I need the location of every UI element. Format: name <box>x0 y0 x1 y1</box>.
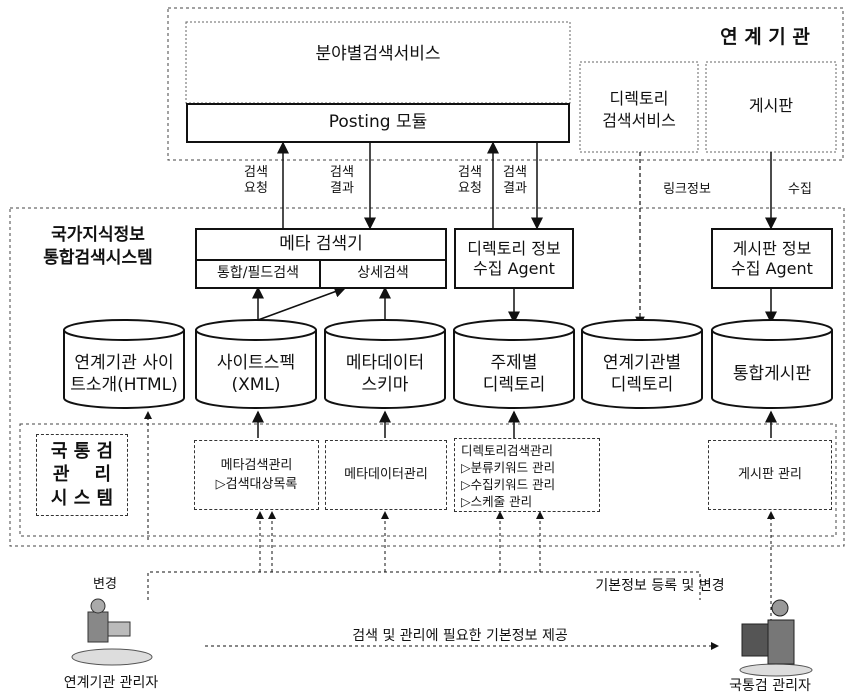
mgmt-title-box: 국 통 검 관 리 시 스 템 <box>36 434 128 516</box>
agency-region <box>167 7 844 161</box>
cylinder-site-spec <box>195 319 317 409</box>
system-region <box>9 207 845 547</box>
dir-agent-box: 디렉토리 정보 수집 Agent <box>454 228 574 289</box>
db-topic-dir: 주제별 디렉토리 <box>482 352 546 395</box>
agency-admin-label: 연계기관 관리자 <box>63 675 159 691</box>
posting-module-box: Posting 모듈 <box>186 103 570 143</box>
db-agency-dir: 연계기관별 디렉토리 <box>602 352 682 395</box>
metadata-mgmt-box: 메타데이터관리 <box>325 440 447 510</box>
integrated-search-box: 통합/필드검색 <box>195 259 321 289</box>
db-site-intro: 연계기관 사이 트소개(HTML) <box>70 352 178 395</box>
cylinder-meta-schema <box>324 319 446 409</box>
system-title: 국가지식정보 통합검색시스템 <box>43 225 153 268</box>
db-meta-schema: 메타데이터 스키마 <box>345 352 425 395</box>
agency-title: 연 계 기 관 <box>720 26 810 48</box>
meta-mgmt-box: 메타검색관리 ▷검색대상목록 <box>194 440 319 510</box>
cylinder-board <box>711 319 833 409</box>
central-admin-label: 국통검 관리자 <box>729 678 811 694</box>
board-label: 게시판 <box>748 96 794 115</box>
mgmt-region <box>19 423 837 537</box>
basic-info-label: 기본정보 등록 및 변경 <box>595 578 725 594</box>
change-label: 변경 <box>93 577 117 592</box>
search-service-label: 분야별검색서비스 <box>315 44 441 64</box>
cylinder-site-intro <box>63 319 185 409</box>
edge-search-result-1: 검색 결과 <box>330 165 354 196</box>
detail-search-box: 상세검색 <box>319 259 447 289</box>
db-site-spec: 사이트스펙 (XML) <box>216 352 296 395</box>
arrow-site-spec-to-detail <box>257 285 347 321</box>
db-board: 통합게시판 <box>732 363 812 384</box>
cylinder-topic-dir <box>453 319 575 409</box>
central-admin-figure <box>739 599 813 677</box>
board-mgmt-box: 게시판 관리 <box>708 440 832 510</box>
meta-search-box: 메타 검색기 <box>195 228 447 261</box>
cylinder-agency-dir <box>581 319 703 409</box>
edge-collect: 수집 <box>788 182 812 197</box>
board-agent-box: 게시판 정보 수집 Agent <box>711 228 833 289</box>
directory-service-label: 디렉토리 검색서비스 <box>602 89 676 131</box>
dir-mgmt-box: 디렉토리검색관리 ▷분류키워드 관리 ▷수집키워드 관리 ▷스케줄 관리 <box>454 438 600 512</box>
edge-search-request-1: 검색 요청 <box>244 165 268 196</box>
edge-search-request-2: 검색 요청 <box>458 165 482 196</box>
database-cylinders <box>63 319 833 409</box>
edge-search-result-2: 검색 결과 <box>503 165 527 196</box>
edge-link-info: 링크정보 <box>663 182 711 197</box>
agency-admin-figure <box>71 598 153 666</box>
provide-info-label: 검색 및 관리에 필요한 기본정보 제공 <box>352 628 568 644</box>
